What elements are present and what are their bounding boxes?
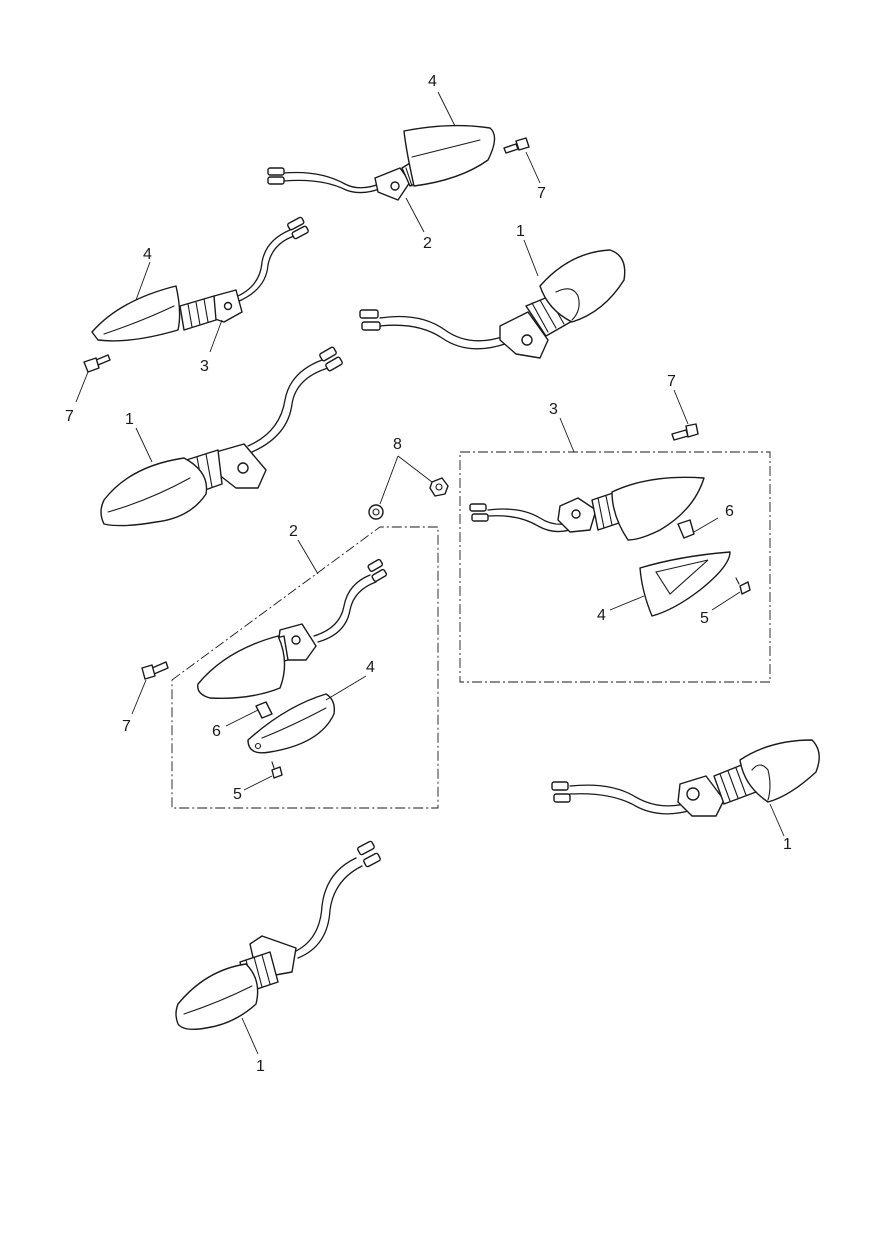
callout-c8a: 1 bbox=[783, 836, 792, 853]
callout-c7a: 2 bbox=[289, 523, 298, 540]
indicator-assembly-upper-right bbox=[359, 249, 626, 359]
screw-kit-left bbox=[141, 661, 169, 680]
callout-c4a: 1 bbox=[125, 411, 134, 428]
callout-c1b: 7 bbox=[537, 185, 546, 202]
callout-c6d: 4 bbox=[597, 607, 606, 624]
indicator-assembly-left-small bbox=[91, 216, 309, 342]
indicator-assembly-bottom bbox=[175, 840, 381, 1031]
callout-c7b: 4 bbox=[366, 659, 375, 676]
callout-c7e: 5 bbox=[233, 786, 242, 803]
indicator-assembly-left-large bbox=[100, 346, 343, 527]
indicator-assembly-lower-right bbox=[551, 739, 820, 817]
callout-c7d: 6 bbox=[212, 723, 221, 740]
callout-c2a: 4 bbox=[143, 246, 152, 263]
indicator-assembly-top bbox=[267, 124, 496, 201]
nut-pair bbox=[368, 477, 449, 520]
callout-c6b: 3 bbox=[549, 401, 558, 418]
callout-c2b: 3 bbox=[200, 358, 209, 375]
kit-left-parts bbox=[197, 558, 388, 779]
kit-right-parts bbox=[469, 476, 751, 617]
callout-c9a: 1 bbox=[256, 1058, 265, 1075]
callout-c6e: 5 bbox=[700, 610, 709, 627]
callout-c7c: 7 bbox=[122, 718, 131, 735]
callout-c6a: 7 bbox=[667, 373, 676, 390]
screw-kit-right bbox=[671, 423, 699, 441]
callout-c1c: 2 bbox=[423, 235, 432, 252]
screw-top-right bbox=[503, 137, 530, 154]
callout-c2c: 7 bbox=[65, 408, 74, 425]
screw-left bbox=[83, 354, 111, 373]
callout-c1a: 4 bbox=[428, 73, 437, 90]
kit-box-left bbox=[171, 526, 439, 809]
callout-c6c: 6 bbox=[725, 503, 734, 520]
callout-c3a: 1 bbox=[516, 223, 525, 240]
callout-c5a: 8 bbox=[393, 436, 402, 453]
